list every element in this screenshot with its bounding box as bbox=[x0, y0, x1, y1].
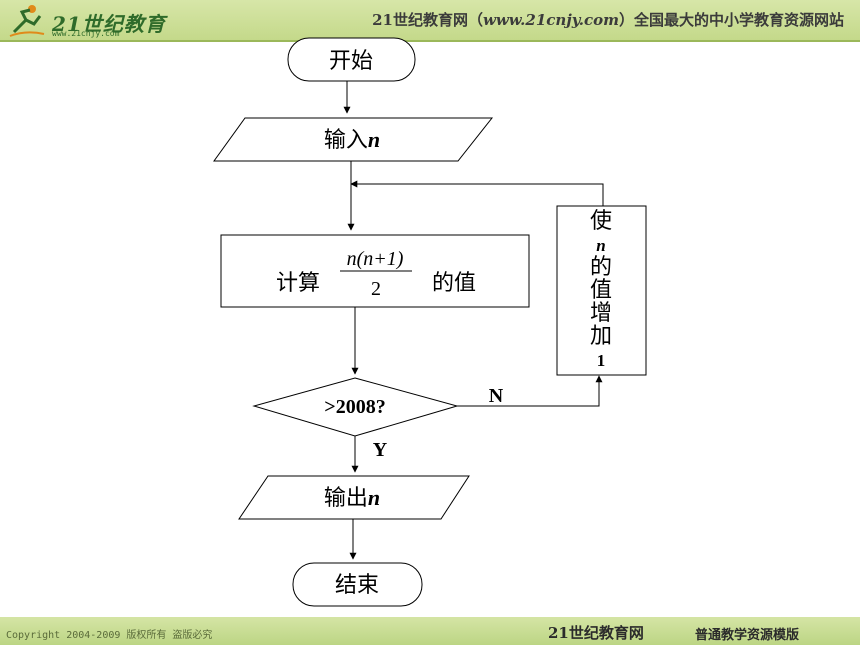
banner-prefix: 21世纪教育网（ bbox=[372, 11, 483, 29]
banner-url[interactable]: www.21cnjy.com bbox=[482, 11, 619, 29]
end-terminal: 结束 bbox=[292, 562, 423, 607]
input-var: n bbox=[368, 127, 380, 152]
site-banner: 21世纪教育网（www.21cnjy.com）全国最大的中小学教育资源网站 bbox=[372, 9, 844, 30]
logo-url[interactable]: www.21cnjy.com bbox=[52, 29, 120, 38]
process-block: 计算 n(n+1) 2 的值 bbox=[220, 234, 530, 308]
start-terminal: 开始 bbox=[287, 37, 416, 82]
decision-label: >2008? bbox=[324, 396, 385, 418]
increment-block: 使 n 的 值 增 加 1 bbox=[556, 205, 647, 376]
arrow-loop-back bbox=[350, 180, 604, 206]
formula-numerator: n(n+1) bbox=[347, 248, 404, 270]
increment-line-5: 增 bbox=[590, 301, 612, 326]
output-label: 输出 bbox=[324, 486, 368, 511]
output-var: n bbox=[368, 485, 380, 510]
header-bar: 21世纪教育 www.21cnjy.com 21世纪教育网（www.21cnjy… bbox=[0, 0, 860, 40]
increment-line-6: 加 bbox=[590, 324, 612, 349]
start-label: 开始 bbox=[329, 49, 373, 74]
yes-label: Y bbox=[373, 439, 388, 461]
output-block: 输出n bbox=[238, 475, 470, 520]
process-suffix: 的值 bbox=[432, 271, 476, 296]
banner-suffix: ）全国最大的中小学教育资源网站 bbox=[618, 11, 844, 29]
end-label: 结束 bbox=[335, 573, 379, 598]
increment-line-4: 值 bbox=[590, 278, 612, 303]
increment-line-7: 1 bbox=[597, 351, 606, 370]
output-text: 输出n bbox=[324, 485, 380, 511]
footer-brand: 21世纪教育网 bbox=[548, 624, 644, 642]
logo-text: 21世纪教育 bbox=[52, 12, 166, 36]
input-text: 输入n bbox=[324, 127, 380, 153]
decision-block: >2008? bbox=[252, 377, 459, 437]
formula-denominator: 2 bbox=[371, 278, 381, 300]
footer-bar: Copyright 2004-2009 版权所有 盗版必究 21世纪教育网 普通… bbox=[0, 617, 860, 645]
input-label: 输入 bbox=[324, 128, 368, 153]
copyright-text: Copyright 2004-2009 版权所有 盗版必究 bbox=[6, 630, 213, 641]
flowchart: 开始 输入n 计算 n(n+1) 2 的值 >2008? N 使 n 的 值 增… bbox=[213, 37, 647, 607]
increment-line-2: n bbox=[596, 236, 605, 255]
increment-line-1: 使 bbox=[590, 209, 612, 234]
footer-tagline: 普通教学资源模版 bbox=[695, 628, 800, 643]
increment-line-3: 的 bbox=[590, 255, 612, 280]
arrow-no-branch bbox=[457, 375, 603, 407]
input-block: 输入n bbox=[213, 117, 494, 162]
header-divider bbox=[0, 40, 860, 42]
no-label: N bbox=[489, 385, 504, 407]
process-prefix: 计算 bbox=[276, 271, 320, 296]
runner-logo-icon bbox=[9, 5, 45, 37]
